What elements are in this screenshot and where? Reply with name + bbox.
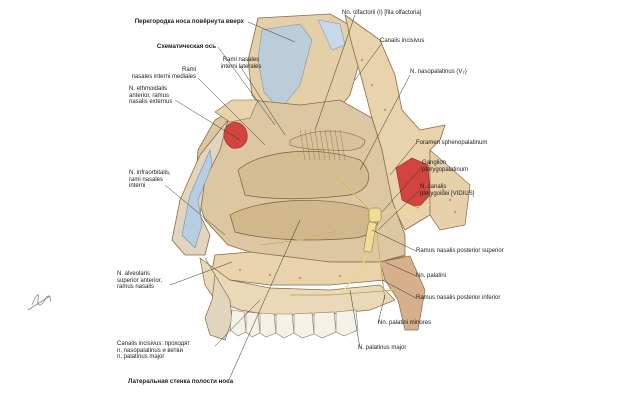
soft-palate [379, 255, 426, 331]
septum-cartilage-2 [317, 19, 346, 51]
upper-lip [204, 257, 233, 341]
label-rami-med: Rami nasales interni mediales [131, 67, 196, 80]
frontal-sinus [223, 121, 248, 149]
label-pterygoid: N. canalis pterygoidei [VIDIUS] [420, 184, 475, 197]
label-palatini-min: Nn. palatini minores [378, 320, 432, 326]
label-palatini: Nn. palatini [416, 273, 447, 279]
label-olfactorii: Nn. olfactorii (I) [fila olfactoria] [342, 10, 422, 16]
clivus [429, 149, 471, 231]
label-post-inf: Ramus nasalis posterior inferior [416, 295, 501, 301]
label-ganglion: Ganglion pterygopalatinum [422, 160, 469, 173]
label-lateral-wall: Латеральная стенка полости носа [128, 378, 234, 385]
artist-signature [27, 294, 51, 311]
label-septum: Перегородка носа повёрнута вверх [134, 18, 244, 25]
label-rami-lat: Rami nasales interni laterales [220, 57, 262, 70]
label-axis: Схематическая ось [156, 43, 216, 50]
leader-lines [164, 14, 423, 383]
nerve-outline [259, 164, 396, 301]
teeth [229, 309, 359, 339]
middle-concha [237, 150, 370, 200]
label-alveolar: N. alveolaris superior anterior, ramus n… [117, 271, 163, 291]
label-foramen: Foramen sphenopalatinum [416, 140, 488, 146]
ganglion-shape [368, 207, 382, 223]
label-nasopalatinus: N. nasopalatinus (V₂) [410, 69, 467, 75]
label-post-sup: Ramus nasalis posterior superior [416, 248, 504, 254]
septum-cartilage [257, 23, 313, 111]
nasal-cartilage [181, 148, 213, 249]
label-infraorb: N. infraorbitalis, rami nasales interni [129, 170, 171, 190]
label-palatinus-maj: N. palatinus major [358, 345, 407, 351]
label-ethmoid: N. ethmoidalis anterior, ramus nasalis e… [129, 86, 173, 106]
pterygoid-canal [363, 221, 377, 253]
label-canalis-inc-top: Canalis incisivus [380, 38, 425, 44]
label-canalis-inc-bottom: Canalis incisivus: проходят n. nasopalat… [117, 341, 191, 361]
palate-marrow [238, 268, 342, 280]
inferior-concha [229, 199, 378, 241]
superior-concha [289, 130, 366, 151]
olfactory-fibers [299, 129, 346, 161]
marrow-dots [360, 58, 457, 214]
